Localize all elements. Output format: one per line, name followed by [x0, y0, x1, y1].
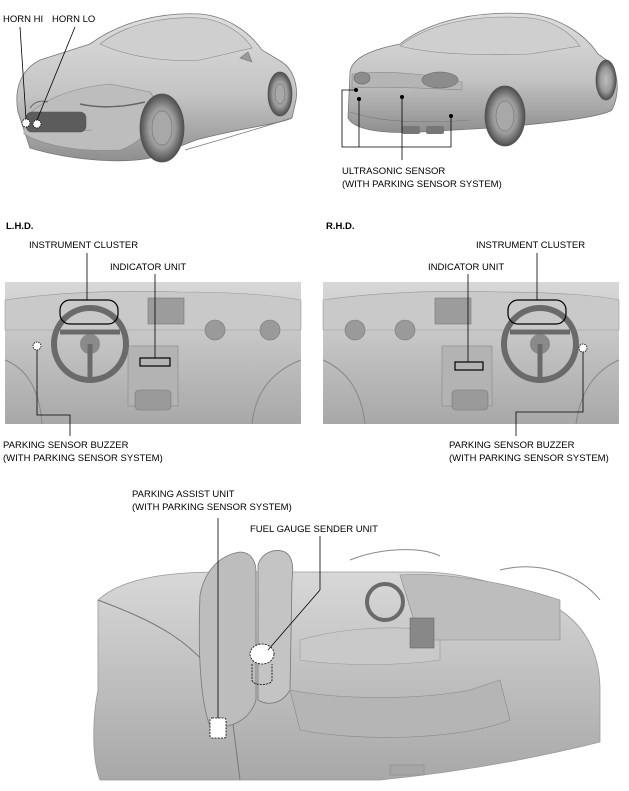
- lhd-instrument-cluster-marker: [59, 253, 119, 325]
- horn-lo-marker: [32, 26, 76, 129]
- lhd-buzzer-note: (WITH PARKING SENSOR SYSTEM): [3, 453, 163, 464]
- parking-assist-unit-note: (WITH PARKING SENSOR SYSTEM): [132, 502, 292, 513]
- lhd-heading: L.H.D.: [6, 221, 34, 232]
- lhd-indicator-unit-marker: [139, 274, 171, 367]
- cabin-illustration: [93, 549, 601, 781]
- rhd-buzzer-note: (WITH PARKING SENSOR SYSTEM): [449, 453, 609, 464]
- fuel-gauge-sender-unit-label: FUEL GAUGE SENDER UNIT: [250, 524, 378, 535]
- rear-car-illustration: [347, 12, 618, 147]
- rhd-interior-illustration: [322, 282, 620, 425]
- lhd-buzzer-marker: [32, 341, 71, 436]
- rhd-instrument-cluster-label: INSTRUMENT CLUSTER: [476, 240, 586, 251]
- fuel-gauge-sender-unit-marker: [249, 536, 321, 685]
- parking-assist-unit-label: PARKING ASSIST UNIT: [132, 489, 235, 500]
- lhd-interior-illustration: [4, 282, 302, 425]
- horn-lo-label: HORN LO: [52, 14, 96, 25]
- rhd-buzzer-label: PARKING SENSOR BUZZER: [449, 440, 575, 451]
- rhd-instrument-cluster-marker: [507, 253, 567, 325]
- horn-hi-label: HORN HI: [3, 14, 44, 25]
- horn-hi-marker: [19, 26, 31, 128]
- rhd-buzzer-marker: [515, 343, 588, 436]
- rhd-indicator-unit-marker: [454, 274, 484, 371]
- front-car-illustration: [16, 13, 297, 163]
- rhd-indicator-unit-label: INDICATOR UNIT: [428, 262, 505, 273]
- parking-assist-unit-marker: [209, 518, 227, 739]
- lhd-instrument-cluster-label: INSTRUMENT CLUSTER: [29, 240, 139, 251]
- rhd-heading: R.H.D.: [326, 221, 355, 232]
- lhd-buzzer-label: PARKING SENSOR BUZZER: [3, 440, 129, 451]
- ultrasonic-sensor-note: (WITH PARKING SENSOR SYSTEM): [342, 179, 502, 190]
- ultrasonic-sensor-markers: [341, 88, 453, 160]
- lhd-indicator-unit-label: INDICATOR UNIT: [110, 262, 187, 273]
- ultrasonic-sensor-label: ULTRASONIC SENSOR: [342, 166, 446, 177]
